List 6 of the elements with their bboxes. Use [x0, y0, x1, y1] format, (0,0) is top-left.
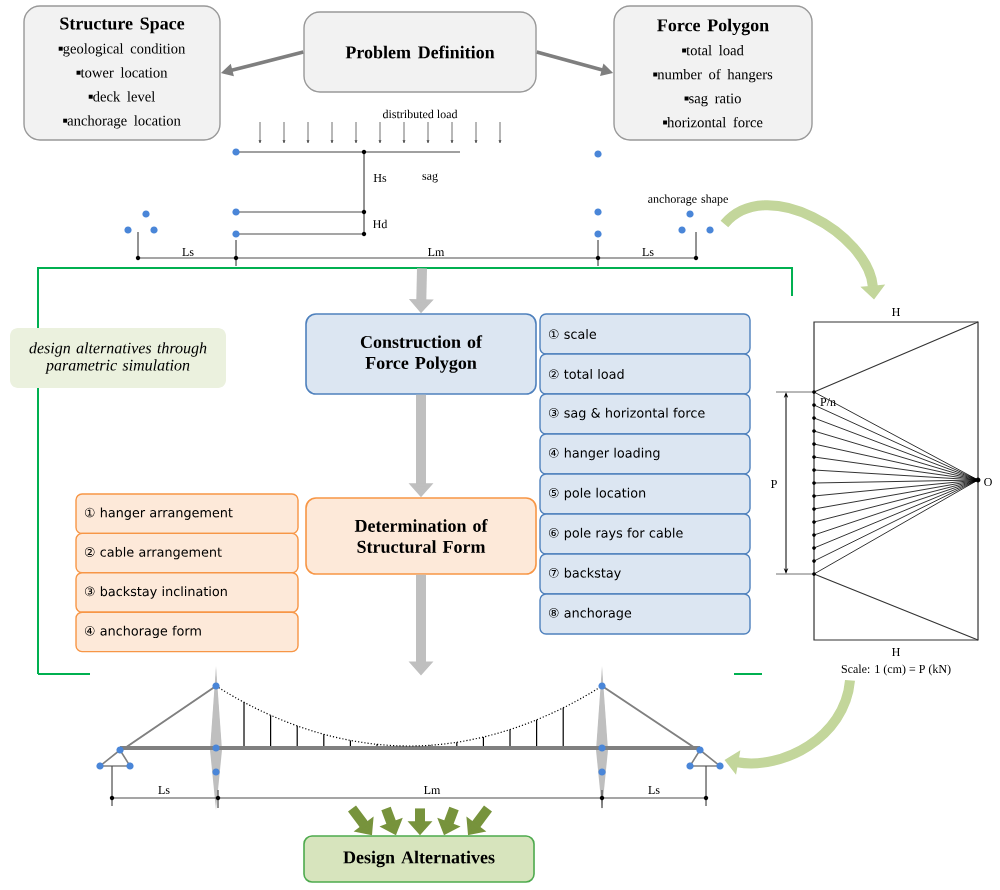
process-box: Problem Definition [303, 11, 537, 93]
process-box: Construction of Force Polygon [305, 313, 537, 395]
result-box: Design Alternatives [303, 835, 535, 883]
force-polygon-drawing [775, 321, 981, 641]
process-box: Determination of Structural Form [305, 497, 537, 575]
note-box: design alternatives through parametric simulation [10, 328, 226, 388]
